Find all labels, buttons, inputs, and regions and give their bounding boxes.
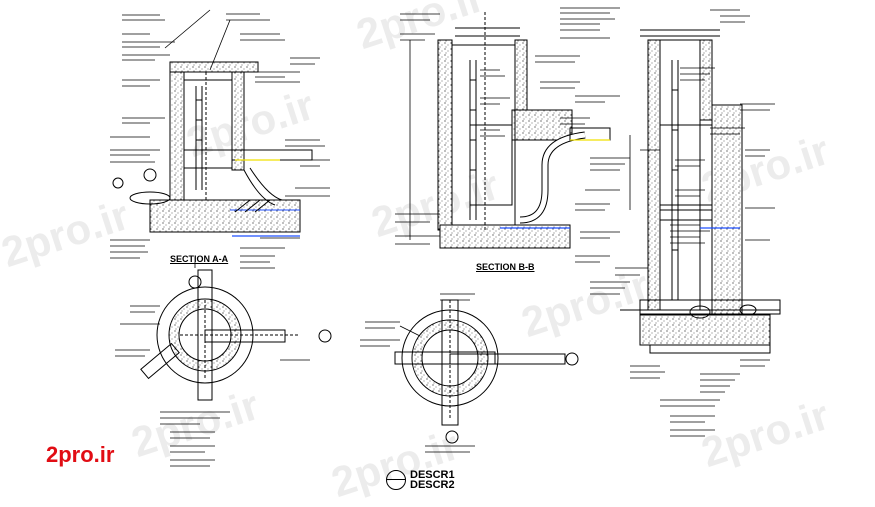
plan-a-annotations xyxy=(115,262,310,467)
color-accents xyxy=(232,139,740,237)
section-a-title: SECTION A-A xyxy=(170,254,229,264)
section-a-annotations xyxy=(110,9,330,263)
section-b-title: SECTION B-B xyxy=(476,262,535,272)
plan-b-drawing xyxy=(394,299,579,444)
plan-a-drawing xyxy=(140,269,332,401)
brand-logo: 2pro.ir xyxy=(46,442,115,467)
title-block: DESCR1 DESCR2 xyxy=(410,469,455,491)
section-c-annotations xyxy=(590,9,775,437)
plan-b-annotations xyxy=(360,293,475,453)
section-a-drawing xyxy=(112,61,313,233)
title-block-symbol xyxy=(386,470,406,490)
title-line-2: DESCR2 xyxy=(410,479,455,491)
section-c-drawing xyxy=(620,29,781,354)
section-b-annotations xyxy=(395,7,650,276)
section-b-drawing xyxy=(437,12,611,249)
title-line-1: DESCR1 xyxy=(410,469,455,481)
